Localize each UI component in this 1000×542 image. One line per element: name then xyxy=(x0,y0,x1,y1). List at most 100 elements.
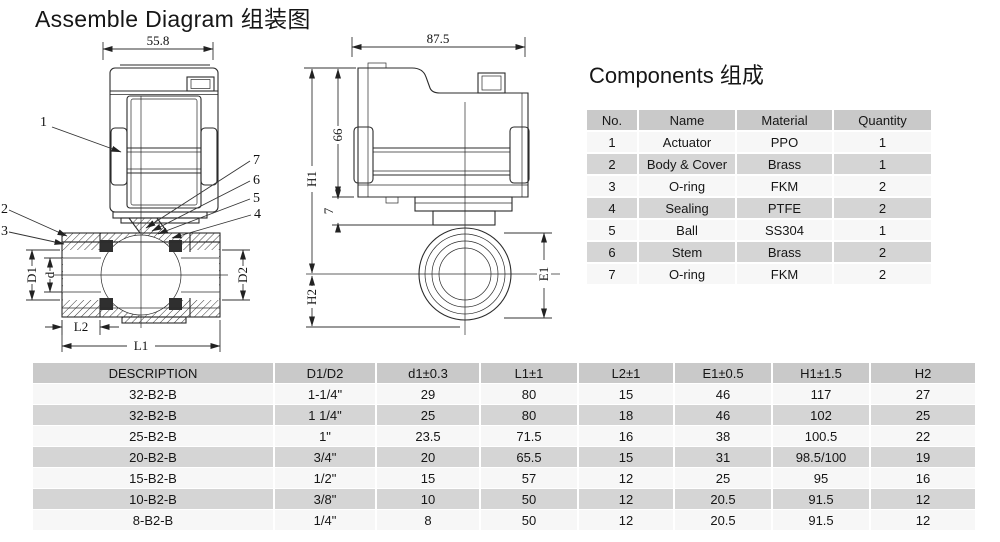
table-cell: Ball xyxy=(639,220,735,240)
table-cell: Stem xyxy=(639,242,735,262)
table-cell: FKM xyxy=(737,264,832,284)
table-cell: 12 xyxy=(579,468,673,488)
table-cell: 15-B2-B xyxy=(33,468,273,488)
table-cell: SS304 xyxy=(737,220,832,240)
table-cell: 20.5 xyxy=(675,489,771,509)
table-cell: 46 xyxy=(675,384,771,404)
part-label-1: 1 xyxy=(40,115,47,130)
table-cell: PPO xyxy=(737,132,832,152)
dim-label-7: 7 xyxy=(321,207,336,214)
table-cell: 29 xyxy=(377,384,479,404)
table-cell: 1 xyxy=(834,132,931,152)
table-cell: 25 xyxy=(377,405,479,425)
table-cell: 16 xyxy=(579,426,673,446)
table-cell: 23.5 xyxy=(377,426,479,446)
part-label-5: 5 xyxy=(253,191,260,206)
table-cell: 6 xyxy=(587,242,637,262)
dimension-66: 66 xyxy=(330,68,354,198)
valve-end-view xyxy=(350,196,560,335)
dim-label-H1: H1 xyxy=(304,171,319,187)
table-cell: 5 xyxy=(587,220,637,240)
column-header: D1/D2 xyxy=(275,363,375,383)
table-cell: 65.5 xyxy=(481,447,577,467)
column-header: L1±1 xyxy=(481,363,577,383)
table-cell: 31 xyxy=(675,447,771,467)
table-cell: 80 xyxy=(481,384,577,404)
table-cell: 2 xyxy=(834,264,931,284)
dim-label-55-8: 55.8 xyxy=(147,33,170,48)
table-cell: 10-B2-B xyxy=(33,489,273,509)
part-label-7: 7 xyxy=(253,153,260,168)
table-cell: 2 xyxy=(834,242,931,262)
table-cell: 25 xyxy=(871,405,975,425)
seal-seat xyxy=(100,298,113,310)
dimension-side-width: 87.5 xyxy=(351,31,526,57)
column-header: Quantity xyxy=(834,110,931,130)
table-cell: 3/8" xyxy=(275,489,375,509)
table-cell: 25 xyxy=(675,468,771,488)
column-header: L2±1 xyxy=(579,363,673,383)
table-cell: 8 xyxy=(377,510,479,530)
dim-label-E1: E1 xyxy=(536,267,551,281)
table-cell: O-ring xyxy=(639,264,735,284)
dim-label-D1: D1 xyxy=(24,267,39,283)
table-cell: 100.5 xyxy=(773,426,869,446)
column-header: H2 xyxy=(871,363,975,383)
table-cell: Brass xyxy=(737,242,832,262)
table-cell: 1 xyxy=(587,132,637,152)
table-cell: 57 xyxy=(481,468,577,488)
actuator-side xyxy=(353,62,530,225)
table-cell: 20 xyxy=(377,447,479,467)
part-leaders: 1 2 3 7 6 5 4 xyxy=(1,115,261,245)
seal-seat xyxy=(169,298,182,310)
table-cell: 20.5 xyxy=(675,510,771,530)
table-cell: 16 xyxy=(871,468,975,488)
seal-seat xyxy=(100,240,113,252)
table-cell: 8-B2-B xyxy=(33,510,273,530)
table-cell: Body & Cover xyxy=(639,154,735,174)
table-cell: 1 1/4" xyxy=(275,405,375,425)
part-label-4: 4 xyxy=(254,207,261,222)
table-cell: 117 xyxy=(773,384,869,404)
table-cell: 4 xyxy=(587,198,637,218)
table-cell: 2 xyxy=(587,154,637,174)
table-cell: 1 xyxy=(834,220,931,240)
table-cell: 1" xyxy=(275,426,375,446)
table-cell: 98.5/100 xyxy=(773,447,869,467)
table-cell: 2 xyxy=(834,176,931,196)
part-label-2: 2 xyxy=(1,202,8,217)
dimension-7: 7 xyxy=(321,189,433,233)
table-cell: 12 xyxy=(871,489,975,509)
table-cell: 91.5 xyxy=(773,510,869,530)
table-cell: Actuator xyxy=(639,132,735,152)
table-cell: 80 xyxy=(481,405,577,425)
table-cell: 15 xyxy=(579,384,673,404)
table-cell: 50 xyxy=(481,489,577,509)
column-header: DESCRIPTION xyxy=(33,363,273,383)
dimension-D1: D1 xyxy=(24,249,60,301)
table-cell: 2 xyxy=(834,198,931,218)
table-cell: 1/4" xyxy=(275,510,375,530)
table-cell: 12 xyxy=(871,510,975,530)
table-cell: 15 xyxy=(579,447,673,467)
column-header: E1±0.5 xyxy=(675,363,771,383)
table-cell: 20-B2-B xyxy=(33,447,273,467)
